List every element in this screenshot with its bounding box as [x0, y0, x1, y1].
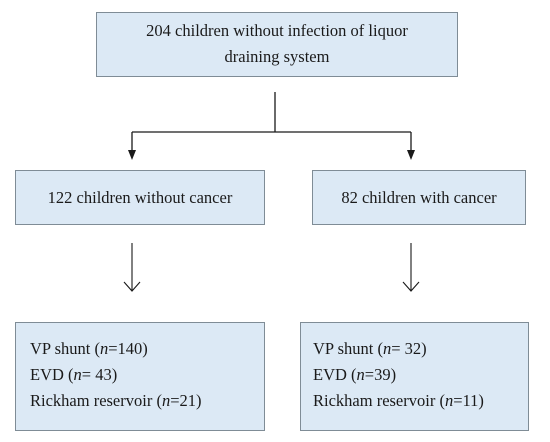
device-item-vp-shunt: VP shunt (n= 32) [313, 339, 427, 358]
device-item-rickham-reservoir: Rickham reservoir (n=11) [313, 391, 484, 410]
without-cancer-label: 122 children without cancer [47, 187, 233, 207]
without-cancer-box: 122 children without cancer [15, 170, 265, 225]
without-cancer-devices-box: VP shunt (n=140) EVD (n= 43) Rickham res… [15, 322, 265, 431]
arrow-right-down [402, 243, 420, 292]
total-children-box: 204 children without infection of liquor… [96, 12, 458, 77]
device-item-evd: EVD (n= 43) [30, 365, 118, 384]
with-cancer-box: 82 children with cancer [312, 170, 526, 225]
total-children-line1: 204 children without infection of liquor [146, 21, 408, 40]
arrow-left-down [123, 243, 141, 292]
with-cancer-devices-box: VP shunt (n= 32) EVD (n=39) Rickham rese… [300, 322, 529, 431]
device-item-rickham-reservoir: Rickham reservoir (n=21) [30, 391, 202, 410]
total-children-line2: draining system [224, 47, 330, 66]
device-item-evd: EVD (n=39) [313, 365, 397, 384]
device-item-vp-shunt: VP shunt (n=140) [30, 339, 148, 358]
with-cancer-label: 82 children with cancer [341, 187, 497, 207]
